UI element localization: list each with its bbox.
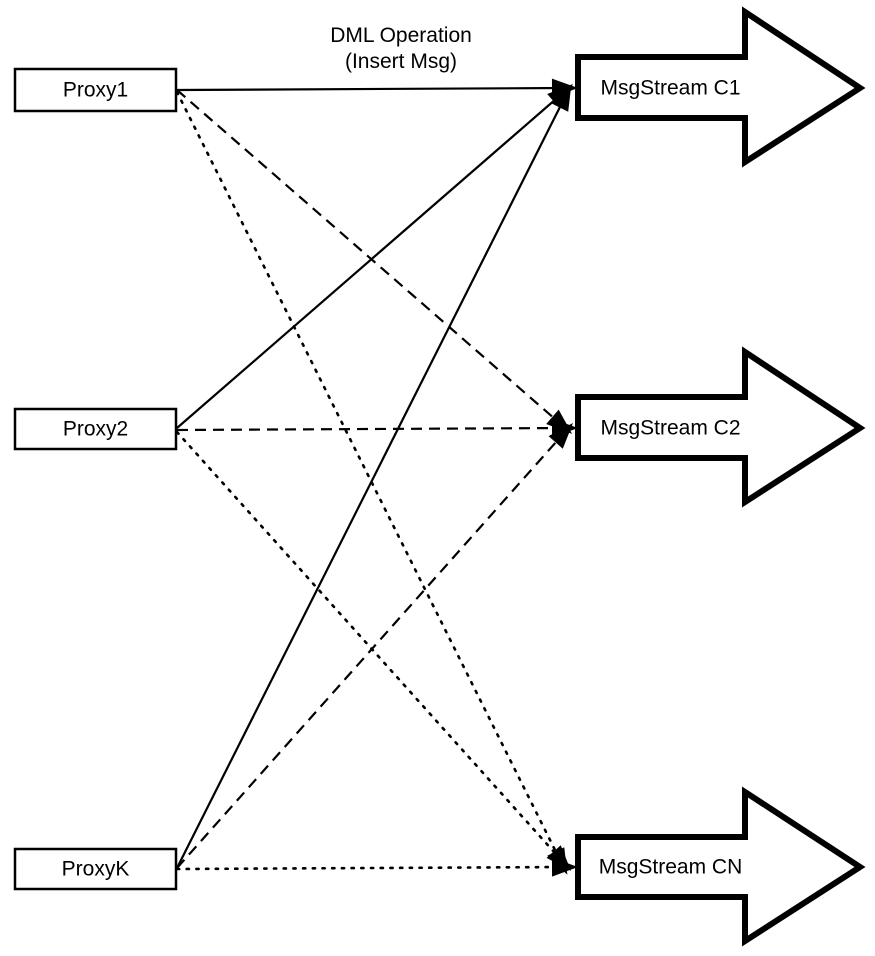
arrowhead-proxyk-cn xyxy=(551,857,578,877)
edge-label-line1: DML Operation xyxy=(330,24,472,47)
msgstream-c1-label: MsgStream C1 xyxy=(600,77,740,100)
msgstream-c2-label: MsgStream C2 xyxy=(600,417,740,440)
edge-label-dml-operation: DML Operation (Insert Msg) xyxy=(330,24,472,73)
msgstream-cn-label: MsgStream CN xyxy=(599,856,743,879)
edge-proxyk-c1 xyxy=(176,94,567,869)
edge-proxyk-cn xyxy=(175,865,568,871)
proxy-node-proxy1[interactable]: Proxy1 xyxy=(13,67,178,113)
edge-proxy2-c2 xyxy=(176,426,567,432)
proxy-node-proxyk-label: ProxyK xyxy=(62,858,130,881)
proxy-node-proxyk-box xyxy=(13,847,178,891)
edges-layer xyxy=(175,86,568,871)
msgstream-c2-shape xyxy=(575,346,866,508)
proxy-node-proxyk[interactable]: ProxyK xyxy=(13,847,178,891)
streams-layer: MsgStream C1 MsgStream C2 MsgStream CN xyxy=(575,6,866,947)
edge-proxy2-c1 xyxy=(176,91,565,429)
msgstream-cn[interactable]: MsgStream CN xyxy=(575,786,866,947)
proxy-node-proxy2[interactable]: Proxy2 xyxy=(13,407,178,451)
edge-proxy1-c2 xyxy=(176,89,564,427)
arrowhead-proxyk-c1 xyxy=(551,84,572,112)
edge-proxyk-c2 xyxy=(176,431,566,869)
msgstream-c2[interactable]: MsgStream C2 xyxy=(575,346,866,508)
edge-proxy2-cn xyxy=(175,430,565,864)
proxy-node-proxy1-label: Proxy1 xyxy=(63,79,128,102)
edge-proxy1-c1 xyxy=(176,86,567,92)
edge-proxy1-cn xyxy=(175,90,564,866)
proxy-node-proxy2-box xyxy=(13,407,178,451)
proxy-node-proxy2-label: Proxy2 xyxy=(63,418,128,441)
proxy-node-proxy1-box xyxy=(13,67,178,113)
edge-label-line2: (Insert Msg) xyxy=(345,50,457,73)
arrowhead-proxyk-c2 xyxy=(548,423,573,449)
msgstream-c1[interactable]: MsgStream C1 xyxy=(575,6,866,168)
msgstream-c1-shape xyxy=(575,6,866,168)
msgstream-cn-shape xyxy=(575,786,866,947)
arrowheads-layer xyxy=(546,78,578,877)
